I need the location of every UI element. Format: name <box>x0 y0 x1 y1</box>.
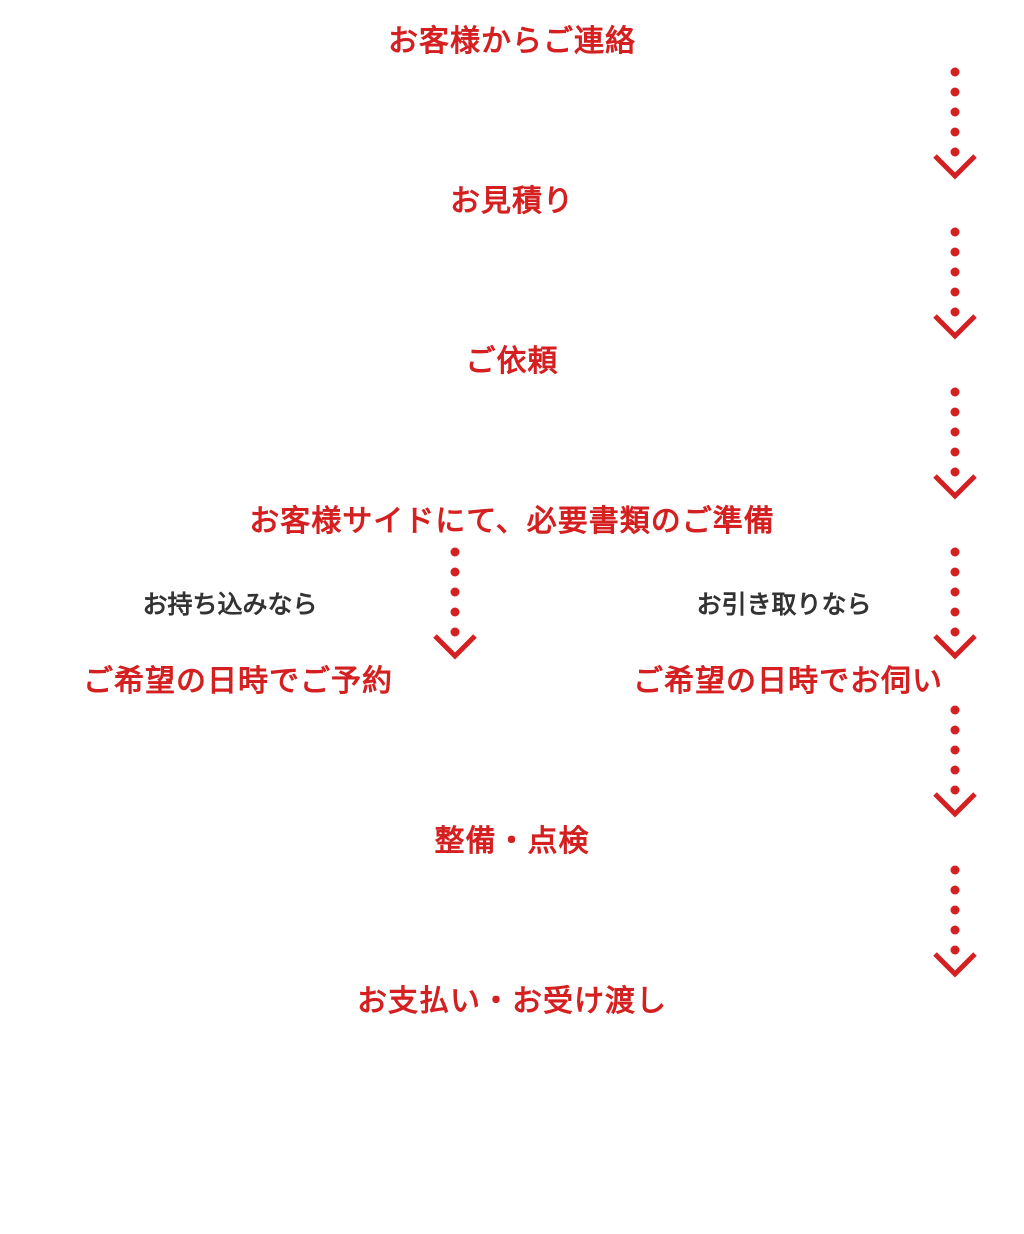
step-payment-delivery: お支払い・お受け渡し <box>357 984 667 1019</box>
branch-step-visit: ご希望の日時でお伺い <box>633 664 943 699</box>
step-contact: お客様からご連絡 <box>388 24 636 59</box>
step-maintenance: 整備・点検 <box>434 824 590 859</box>
step-estimate: お見積り <box>450 184 574 219</box>
step-prepare-documents: お客様サイドにて、必要書類のご準備 <box>249 504 775 539</box>
dotted-down-arrow-icon <box>433 547 477 660</box>
dotted-down-arrow-icon <box>933 67 977 180</box>
dotted-down-arrow-icon <box>933 865 977 978</box>
step-request: ご依頼 <box>465 344 559 379</box>
dotted-down-arrow-icon <box>933 705 977 818</box>
dotted-down-arrow-icon <box>933 387 977 500</box>
dotted-down-arrow-icon <box>933 227 977 340</box>
branch-step-reservation: ご希望の日時でご予約 <box>83 664 393 699</box>
branch-condition-drop-off: お持ち込みなら <box>142 590 318 619</box>
dotted-down-arrow-icon <box>933 547 977 660</box>
branch-condition-pickup: お引き取りなら <box>696 590 872 619</box>
